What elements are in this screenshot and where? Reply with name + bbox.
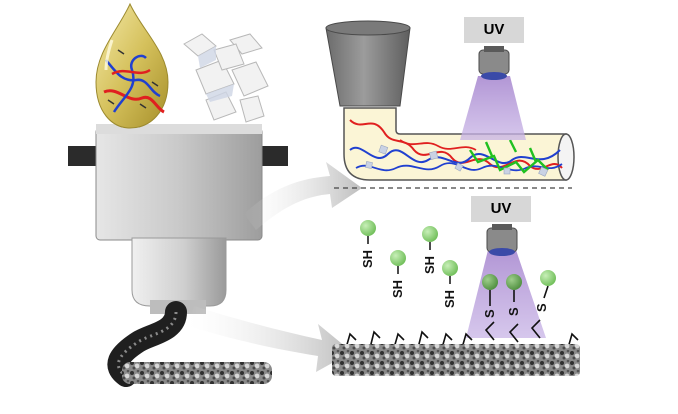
- grafted-sphere: [540, 270, 556, 286]
- thiol-molecule-2: SH: [390, 250, 406, 298]
- printhead-assembly: [68, 124, 288, 387]
- printhead-body: [95, 127, 263, 241]
- uv-lamp-icon-2: [466, 224, 546, 338]
- thiol-label: SH: [360, 250, 375, 268]
- printhead-top-lip: [96, 124, 262, 134]
- thiol-molecule-1: SH: [360, 220, 376, 268]
- hopper-funnel: [325, 27, 411, 107]
- thiol-molecule-4: SH: [442, 260, 458, 308]
- sulfur-label: S: [482, 309, 497, 318]
- printhead-neck: [131, 237, 227, 307]
- oil-droplet-icon: [95, 2, 169, 129]
- side-rod-right: [260, 146, 288, 166]
- salt-crystals-icon: [183, 33, 269, 123]
- arrow-icon: [244, 162, 362, 230]
- arrow-icon-lower: [188, 306, 352, 372]
- thiol-label: SH: [442, 290, 457, 308]
- uv-label-bottom: UV: [471, 196, 531, 222]
- sulfur-label: S: [534, 303, 549, 312]
- thiol-molecule-3: SH: [422, 226, 438, 274]
- sulfur-label: S: [506, 307, 521, 316]
- printed-strand: [122, 362, 272, 384]
- uv-label-top: UV: [464, 17, 524, 43]
- uv-lamp-icon: [460, 46, 526, 140]
- pipe-crosslinking-panel: [325, 20, 575, 189]
- side-rod-left: [68, 146, 98, 166]
- porous-substrate: [332, 344, 580, 376]
- grafted-sphere: [482, 274, 498, 290]
- thiol-label: SH: [390, 280, 405, 298]
- thiol-surface-panel: SH SH SH SH: [332, 220, 580, 376]
- grafted-sphere: [506, 274, 522, 290]
- thiol-label: SH: [422, 256, 437, 274]
- grafted-thiol-chains: [484, 285, 549, 343]
- surface-alkene-groups: [345, 330, 579, 349]
